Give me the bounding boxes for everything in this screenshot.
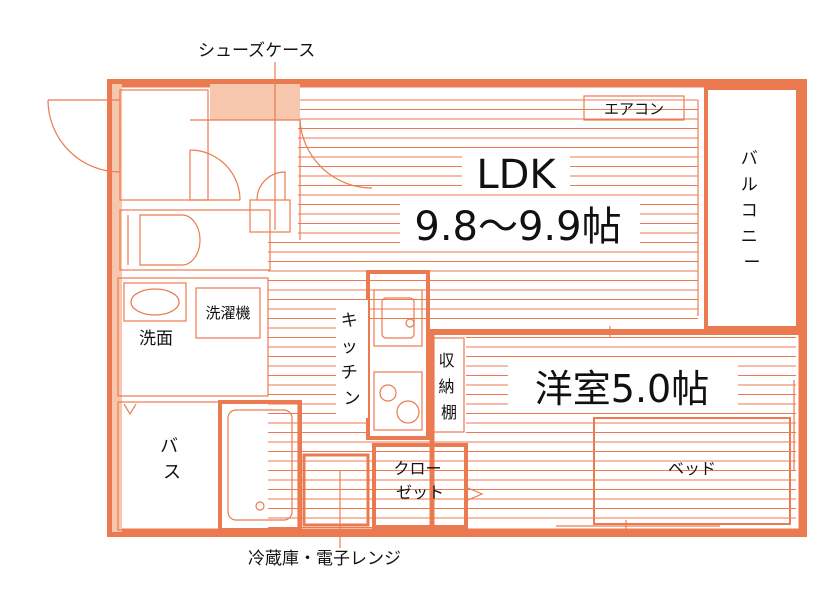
bed-label: ベッド xyxy=(668,459,716,478)
washroom xyxy=(117,277,269,397)
toilet-icon xyxy=(127,214,201,266)
ldk-size: 9.8〜9.9帖 xyxy=(414,204,621,250)
storage-shelf xyxy=(433,337,465,433)
sink-icon xyxy=(381,297,415,339)
balcony xyxy=(704,86,800,330)
western-room-label: 洋室5.0帖 xyxy=(535,367,709,411)
aircon-label: エアコン xyxy=(604,100,664,118)
aircon xyxy=(583,95,685,121)
bathtub xyxy=(227,409,293,521)
closet xyxy=(372,443,468,529)
shoe-case-label: シューズケース xyxy=(198,41,316,61)
kitchen-label: キ ッ チ ン xyxy=(341,311,363,409)
washing-machine xyxy=(195,287,261,339)
basin-icon xyxy=(130,288,180,316)
washroom-label: 洗面 xyxy=(139,329,173,349)
bed xyxy=(593,417,791,525)
ldk-name: LDK xyxy=(476,152,557,198)
fridge-space xyxy=(302,453,370,527)
fridge-microwave-label: 冷蔵庫・電子レンジ xyxy=(248,549,401,569)
closet-label: クロー ゼット xyxy=(393,459,446,502)
entry-inner-door xyxy=(189,149,241,201)
storage-label: 収 納 棚 xyxy=(438,351,459,422)
stove-icon xyxy=(379,384,397,402)
bath-label: バ ス xyxy=(160,436,184,483)
washing-machine-label: 洗濯機 xyxy=(205,304,250,322)
toilet-room xyxy=(119,209,271,271)
balcony-label: バ ル コ ニ ー xyxy=(741,149,763,273)
